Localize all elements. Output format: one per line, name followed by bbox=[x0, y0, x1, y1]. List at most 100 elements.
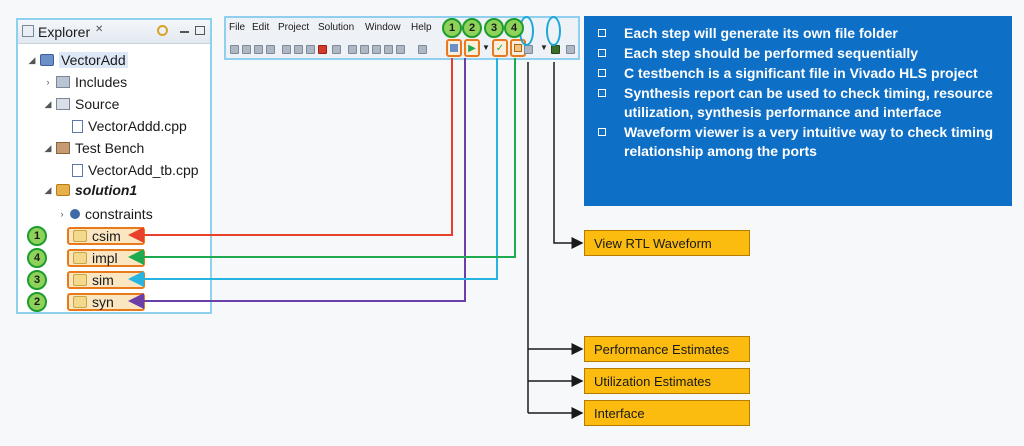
chevron-down-icon[interactable]: ▼ bbox=[540, 43, 548, 52]
tree-item-constraints[interactable]: › constraints bbox=[56, 204, 153, 224]
sim-connector bbox=[128, 58, 498, 287]
solution-icon bbox=[56, 184, 70, 196]
solution-label: solution1 bbox=[75, 182, 138, 198]
run-c-simulation-button[interactable] bbox=[446, 39, 462, 57]
link-with-editor-icon[interactable] bbox=[157, 25, 168, 36]
folder-icon bbox=[73, 252, 87, 264]
new-solution-icon[interactable] bbox=[348, 45, 357, 54]
folder-sim[interactable]: sim bbox=[67, 271, 145, 289]
save-all-icon[interactable] bbox=[254, 45, 263, 54]
info-bullet: Each step should be performed sequential… bbox=[596, 44, 1000, 63]
minimize-icon[interactable] bbox=[180, 31, 189, 33]
paste-icon[interactable] bbox=[306, 45, 315, 54]
project-icon bbox=[40, 54, 54, 66]
tree-item-test-bench[interactable]: ◢ Test Bench bbox=[42, 138, 145, 158]
library-icon bbox=[56, 76, 70, 88]
info-bullet: Waveform viewer is a very intuitive way … bbox=[596, 123, 1000, 161]
run-c-synthesis-button[interactable]: ▶ bbox=[464, 39, 480, 57]
tree-item-source[interactable]: ◢ Source bbox=[42, 94, 120, 114]
folder-icon bbox=[73, 230, 87, 242]
includes-label: Includes bbox=[75, 74, 128, 90]
menu-file[interactable]: File bbox=[229, 22, 246, 33]
cut-icon[interactable] bbox=[282, 45, 291, 54]
explorer-title: Explorer bbox=[38, 24, 91, 40]
settings-icon[interactable] bbox=[360, 45, 369, 54]
new-file-icon[interactable] bbox=[230, 45, 239, 54]
folder-icon bbox=[73, 274, 87, 286]
toolbar-step-badge-1: 1 bbox=[442, 18, 462, 38]
close-icon[interactable]: ✕ bbox=[95, 24, 104, 35]
folder-icon bbox=[73, 296, 87, 308]
folder-sim-label: sim bbox=[92, 272, 114, 288]
info-bullet: Synthesis report can be used to check ti… bbox=[596, 84, 1000, 122]
syn-connector bbox=[128, 58, 466, 309]
compare-icon[interactable] bbox=[384, 45, 393, 54]
info-bullet-list: Each step will generate its own file fol… bbox=[596, 24, 1000, 161]
tree-item-tb-file[interactable]: VectorAdd_tb.cpp bbox=[70, 160, 199, 180]
constraints-label: constraints bbox=[85, 206, 153, 222]
info-panel: Each step will generate its own file fol… bbox=[584, 16, 1012, 206]
step-badge-impl: 4 bbox=[27, 248, 47, 268]
folder-syn[interactable]: syn bbox=[67, 293, 145, 311]
project-label: VectorAdd bbox=[59, 52, 128, 68]
delete-icon[interactable] bbox=[318, 45, 327, 54]
waveform-icon[interactable] bbox=[551, 45, 560, 54]
console-icon[interactable] bbox=[332, 45, 341, 54]
source-folder-icon bbox=[56, 98, 70, 110]
toolbar-step-badge-3: 3 bbox=[484, 18, 504, 38]
tree-item-project[interactable]: ◢ VectorAdd bbox=[26, 50, 128, 70]
perspective-icon[interactable] bbox=[566, 45, 575, 54]
run-cosimulation-button[interactable]: ✓ bbox=[492, 39, 508, 57]
open-report-icon[interactable] bbox=[396, 45, 405, 54]
analysis-icon[interactable] bbox=[524, 45, 533, 54]
menu-edit[interactable]: Edit bbox=[252, 22, 270, 33]
step-badge-syn: 2 bbox=[27, 292, 47, 312]
expanded-arrow-icon[interactable]: ◢ bbox=[44, 142, 52, 153]
tree-item-includes[interactable]: › Includes bbox=[42, 72, 128, 92]
expanded-arrow-icon[interactable]: ◢ bbox=[44, 98, 52, 109]
collapsed-arrow-icon[interactable]: › bbox=[46, 77, 50, 87]
menu-project[interactable]: Project bbox=[278, 22, 310, 33]
toolbar-step-badge-4: 4 bbox=[504, 18, 524, 38]
interface-box: Interface bbox=[584, 400, 750, 426]
directives-icon[interactable] bbox=[372, 45, 381, 54]
folder-syn-label: syn bbox=[92, 294, 114, 310]
view-rtl-waveform-box: View RTL Waveform bbox=[584, 230, 750, 256]
menu-solution[interactable]: Solution bbox=[318, 22, 355, 33]
play-icon: ▶ bbox=[468, 42, 476, 54]
export-icon bbox=[514, 44, 522, 52]
info-bullet: Each step will generate its own file fol… bbox=[596, 24, 1000, 43]
c-simulation-icon bbox=[450, 44, 458, 52]
impl-connector bbox=[128, 58, 516, 265]
performance-estimates-box: Performance Estimates bbox=[584, 336, 750, 362]
test-bench-label: Test Bench bbox=[75, 140, 145, 156]
cpp-file-icon bbox=[72, 119, 83, 133]
tree-item-source-file[interactable]: VectorAddd.cpp bbox=[70, 116, 187, 136]
menu-help[interactable]: Help bbox=[411, 22, 432, 33]
view-icon[interactable] bbox=[418, 45, 427, 54]
print-icon[interactable] bbox=[266, 45, 275, 54]
test-bench-icon bbox=[56, 142, 70, 154]
waveform-highlight-ellipse bbox=[546, 16, 561, 46]
waveform-connector bbox=[553, 62, 584, 249]
chevron-down-icon[interactable]: ▼ bbox=[482, 43, 490, 52]
explorer-title-bar: Explorer ✕ bbox=[18, 20, 210, 44]
explorer-panel: Explorer ✕ ◢ VectorAdd › Includes ◢ Sour… bbox=[16, 18, 212, 314]
csim-connector bbox=[128, 58, 453, 243]
copy-icon[interactable] bbox=[294, 45, 303, 54]
explorer-view-icon bbox=[22, 25, 34, 37]
folder-csim-label: csim bbox=[92, 228, 121, 244]
expanded-arrow-icon[interactable]: ◢ bbox=[44, 184, 52, 195]
maximize-icon[interactable] bbox=[195, 26, 205, 35]
info-bullet: C testbench is a significant file in Viv… bbox=[596, 64, 1000, 83]
checkmark-icon: ✓ bbox=[495, 42, 505, 54]
utilization-estimates-box: Utilization Estimates bbox=[584, 368, 750, 394]
tree-item-solution[interactable]: ◢ solution1 bbox=[42, 180, 138, 200]
expanded-arrow-icon[interactable]: ◢ bbox=[28, 54, 36, 65]
collapsed-arrow-icon[interactable]: › bbox=[60, 209, 64, 219]
menu-window[interactable]: Window bbox=[365, 22, 401, 33]
gear-icon bbox=[70, 209, 80, 219]
save-icon[interactable] bbox=[242, 45, 251, 54]
source-file-label: VectorAddd.cpp bbox=[88, 118, 187, 134]
